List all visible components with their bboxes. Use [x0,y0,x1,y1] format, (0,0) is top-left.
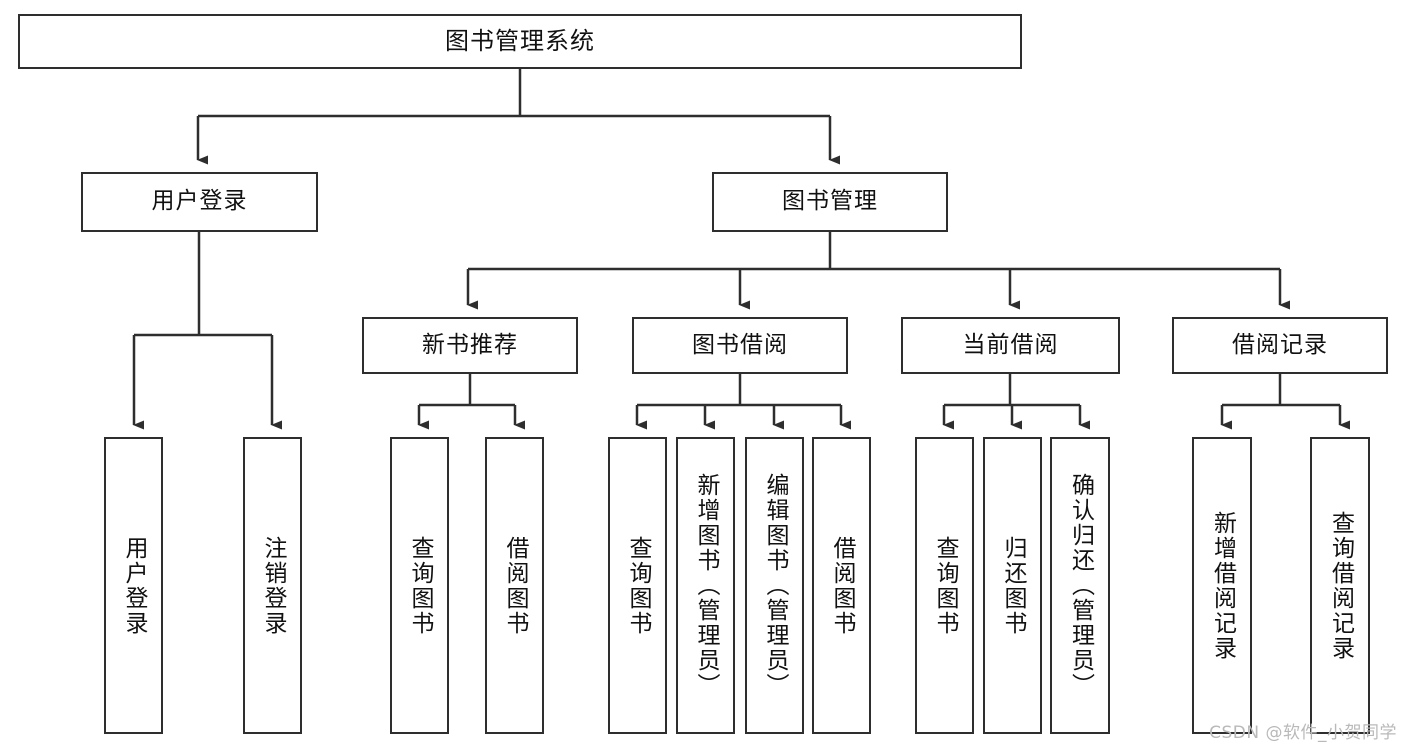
leaf-node-label: 归还图书 [1000,535,1026,636]
leaf-node-label: 确认归还（管理员） [1067,473,1094,698]
leaf-node[interactable]: 查询借阅记录 [1310,437,1370,734]
node-book-management[interactable]: 图书管理 [712,172,948,232]
leaf-node[interactable]: 归还图书 [983,437,1042,734]
leaf-node[interactable]: 编辑图书（管理员） [745,437,804,734]
leaf-node-label: 编辑图书（管理员） [762,473,788,698]
leaf-node-label: 查询借阅记录 [1327,510,1354,661]
leaf-node[interactable]: 新增图书（管理员） [676,437,735,734]
leaf-node[interactable]: 注销登录 [243,437,302,734]
leaf-node-label: 查询图书 [932,535,958,636]
leaf-node[interactable]: 查询图书 [390,437,449,734]
leaf-node-label: 借阅图书 [502,535,528,636]
leaf-node[interactable]: 新增借阅记录 [1192,437,1252,734]
node-book-borrow-label: 图书借阅 [692,331,788,358]
leaf-node[interactable]: 借阅图书 [812,437,871,734]
node-borrow-record-label: 借阅记录 [1232,331,1328,358]
leaf-node-label: 借阅图书 [829,535,855,636]
node-user-login-label: 用户登录 [151,188,248,215]
leaf-node-label: 新增图书（管理员） [693,473,719,698]
leaf-node[interactable]: 查询图书 [915,437,974,734]
node-current-borrow-label: 当前借阅 [962,331,1059,358]
leaf-node-label: 注销登录 [260,535,286,636]
node-book-management-label: 图书管理 [782,188,878,215]
leaf-node[interactable]: 确认归还（管理员） [1050,437,1110,734]
node-root[interactable]: 图书管理系统 [18,14,1022,69]
node-borrow-record[interactable]: 借阅记录 [1172,317,1388,374]
node-current-borrow[interactable]: 当前借阅 [901,317,1120,374]
node-new-book-recommend[interactable]: 新书推荐 [362,317,578,374]
leaf-node-label: 查询图书 [625,535,651,636]
node-user-login[interactable]: 用户登录 [81,172,318,232]
node-new-book-recommend-label: 新书推荐 [422,331,518,358]
leaf-node[interactable]: 用户登录 [104,437,163,734]
leaf-node[interactable]: 借阅图书 [485,437,544,734]
leaf-node-label: 新增借阅记录 [1209,510,1236,661]
node-book-borrow[interactable]: 图书借阅 [632,317,848,374]
leaf-node[interactable]: 查询图书 [608,437,667,734]
leaf-node-label: 查询图书 [407,535,433,636]
node-root-label: 图书管理系统 [445,27,595,56]
leaf-node-label: 用户登录 [121,535,147,636]
